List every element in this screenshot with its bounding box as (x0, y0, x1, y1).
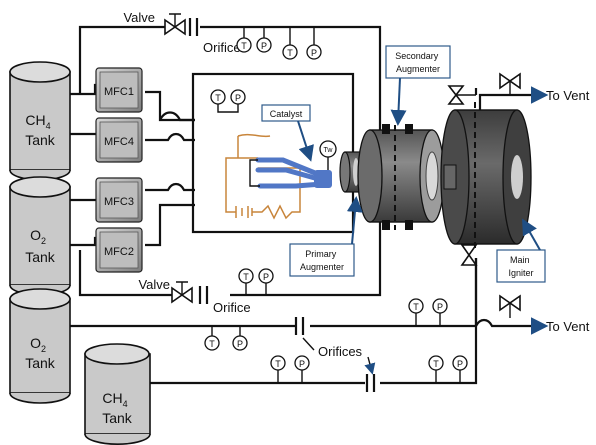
primary-augmenter-callout: Primary Augmenter (289, 196, 363, 277)
orifices-leader-right (364, 356, 376, 375)
orifices-leader-left (302, 337, 315, 351)
svg-text:Main Igniter: Main Igniter (508, 255, 533, 278)
catalyst-heater-circuit (225, 133, 301, 220)
orifice-low-icon (365, 374, 376, 392)
svg-text:P: P (299, 359, 305, 369)
catalyst-icon (249, 157, 332, 189)
valve-top-label: Valve (123, 10, 155, 25)
main-igniter-callout: Main Igniter (496, 218, 546, 283)
valve-vent-top-icon (499, 72, 521, 95)
orifice-top-icon (188, 18, 199, 36)
orifice-bottom-label: Orifice (213, 300, 251, 315)
to-vent-bottom-label: To Vent (546, 319, 590, 334)
svg-text:P: P (263, 272, 269, 282)
valve-vertical-upper-icon (447, 85, 476, 105)
mfc-2: MFC2 (95, 227, 143, 273)
svg-text:MFC4: MFC4 (104, 136, 134, 148)
svg-text:MFC2: MFC2 (104, 246, 134, 258)
o2-tank-bottom (9, 288, 71, 404)
svg-text:P: P (437, 302, 443, 312)
orifice-mid-icon (294, 317, 305, 335)
svg-text:MFC3: MFC3 (104, 196, 134, 208)
mfc-1: MFC1 (95, 67, 143, 113)
tank-label-o2-mid: O2 Tank (25, 227, 56, 265)
tank-label-o2-bottom: O2 Tank (25, 335, 56, 371)
secondary-augmenter (357, 124, 445, 230)
svg-text:T: T (433, 359, 439, 369)
valve-vent-bottom-icon (499, 294, 521, 318)
svg-text:T: T (209, 339, 215, 349)
mfc-3: MFC3 (95, 177, 143, 223)
svg-text:P: P (457, 359, 463, 369)
svg-text:P: P (235, 93, 241, 103)
svg-text:Secondary Augmenter: Secondary Augmenter (395, 51, 441, 74)
catalyst-callout: Catalyst (261, 104, 314, 162)
orifice-bottom-icon (198, 286, 209, 304)
ch4-tank-bottom (84, 343, 151, 445)
svg-text:T: T (215, 93, 221, 103)
svg-text:Catalyst: Catalyst (270, 109, 303, 119)
svg-text:Primary Augmenter: Primary Augmenter (300, 249, 344, 272)
svg-text:T: T (287, 48, 293, 58)
svg-text:P: P (311, 48, 317, 58)
to-vent-top-label: To Vent (546, 88, 590, 103)
svg-text:P: P (261, 41, 267, 51)
orifices-label: Orifices (318, 344, 363, 359)
main-igniter (440, 102, 532, 252)
svg-text:T: T (241, 41, 247, 51)
valve-top-icon (164, 13, 186, 36)
secondary-augmenter-callout: Secondary Augmenter (385, 45, 451, 126)
tw-sensor-icon (319, 140, 337, 170)
svg-text:T: T (243, 272, 249, 282)
valve-bottom-label: Valve (138, 277, 170, 292)
valve-bottom-icon (171, 281, 193, 304)
ch4-tank-top (9, 61, 71, 181)
svg-text:T: T (413, 302, 419, 312)
tank-label-ch4-top: CH4 Tank (25, 112, 56, 148)
svg-text:MFC1: MFC1 (104, 86, 134, 98)
mfc-4: MFC4 (95, 117, 143, 163)
valve-vertical-lower-icon (460, 244, 478, 266)
tw-sensor-label: Tw (324, 147, 334, 154)
sensor-group (204, 27, 468, 383)
tank-label-ch4-bottom: CH4 Tank (102, 390, 133, 426)
svg-text:P: P (237, 339, 243, 349)
orifice-top-label: Orifice (203, 40, 241, 55)
svg-text:T: T (275, 359, 281, 369)
sensor-labels: T P T P T P T P T P T P T P T P (209, 41, 463, 369)
